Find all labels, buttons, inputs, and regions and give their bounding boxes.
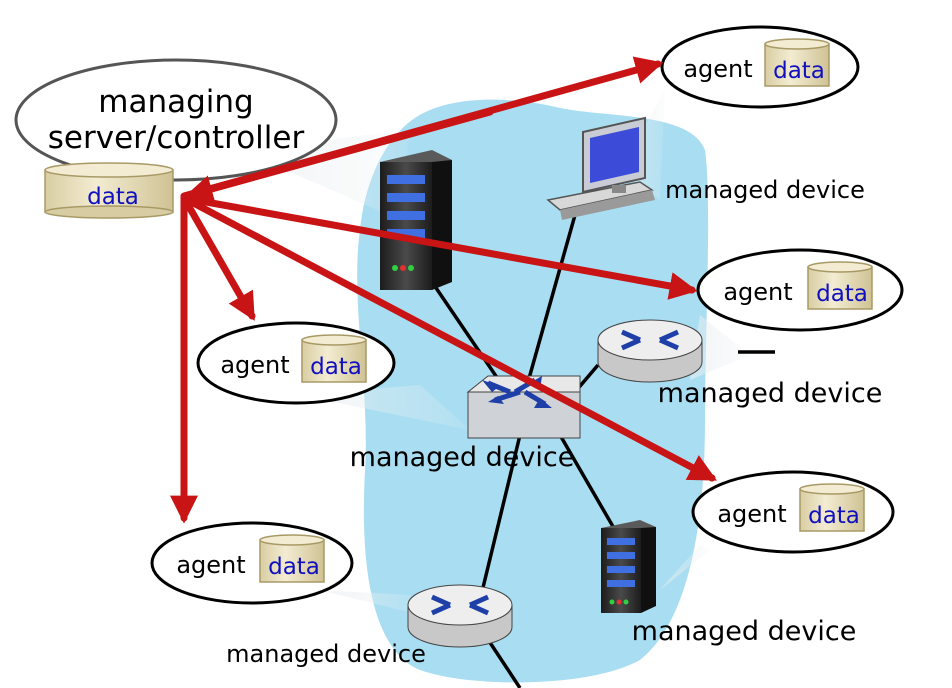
- agent-data-label: data: [816, 281, 868, 307]
- database-icon: [807, 261, 873, 310]
- agent-callout: agent data: [660, 25, 860, 109]
- database-icon: [259, 534, 325, 583]
- agent-callout: agent data: [691, 470, 895, 554]
- agent-data-label: data: [268, 554, 320, 580]
- agent-data-label: data: [808, 503, 860, 529]
- agent-callout: agent data: [696, 248, 904, 332]
- managing-server: managing server/controller data: [14, 58, 338, 219]
- device-label-server: managed device: [632, 616, 857, 647]
- server-icon: [380, 150, 452, 290]
- agent-callout: agent data: [196, 321, 396, 405]
- switch-icon: [466, 375, 581, 439]
- device-label-desktop: managed device: [665, 176, 865, 204]
- agent-label: agent: [717, 500, 786, 528]
- router-icon: [597, 319, 703, 383]
- agent-data-label: data: [310, 354, 362, 380]
- agent-label: agent: [220, 351, 289, 379]
- link-switch-router: [478, 434, 522, 601]
- desktop-computer-icon: [546, 116, 655, 220]
- agent-data-label: data: [773, 58, 825, 84]
- database-icon: [764, 38, 830, 87]
- manager-bubble: [14, 58, 338, 182]
- database-icon: [799, 483, 865, 532]
- device-label-router-right: managed device: [658, 378, 883, 409]
- device-label-router-bottom: managed device: [226, 640, 426, 668]
- network-links: [430, 214, 775, 688]
- agent-label: agent: [683, 55, 752, 83]
- link-desktop-switch: [526, 214, 577, 383]
- manager-data-label: data: [87, 184, 139, 210]
- agent-label: agent: [176, 551, 245, 579]
- link-server-switch: [430, 281, 502, 383]
- arrow-to-right-agent: [180, 194, 698, 300]
- link-switch-server: [558, 434, 617, 531]
- arrow-to-left-agent: [180, 194, 256, 321]
- database-icon: [301, 334, 367, 383]
- link-router-out: [483, 634, 522, 688]
- arrow-from-manager: [184, 108, 494, 203]
- agent-callout: agent data: [150, 521, 354, 605]
- device-label-switch: managed device: [350, 442, 575, 473]
- management-arrows: [170, 56, 717, 524]
- manager-title-line1: managing: [98, 84, 253, 120]
- manager-title-line2: server/controller: [48, 120, 305, 156]
- router-icon: [407, 584, 513, 648]
- database-icon: [44, 162, 174, 219]
- agent-label: agent: [723, 278, 792, 306]
- server-icon: [601, 520, 656, 613]
- arrow-to-lower-right-agent: [180, 194, 717, 482]
